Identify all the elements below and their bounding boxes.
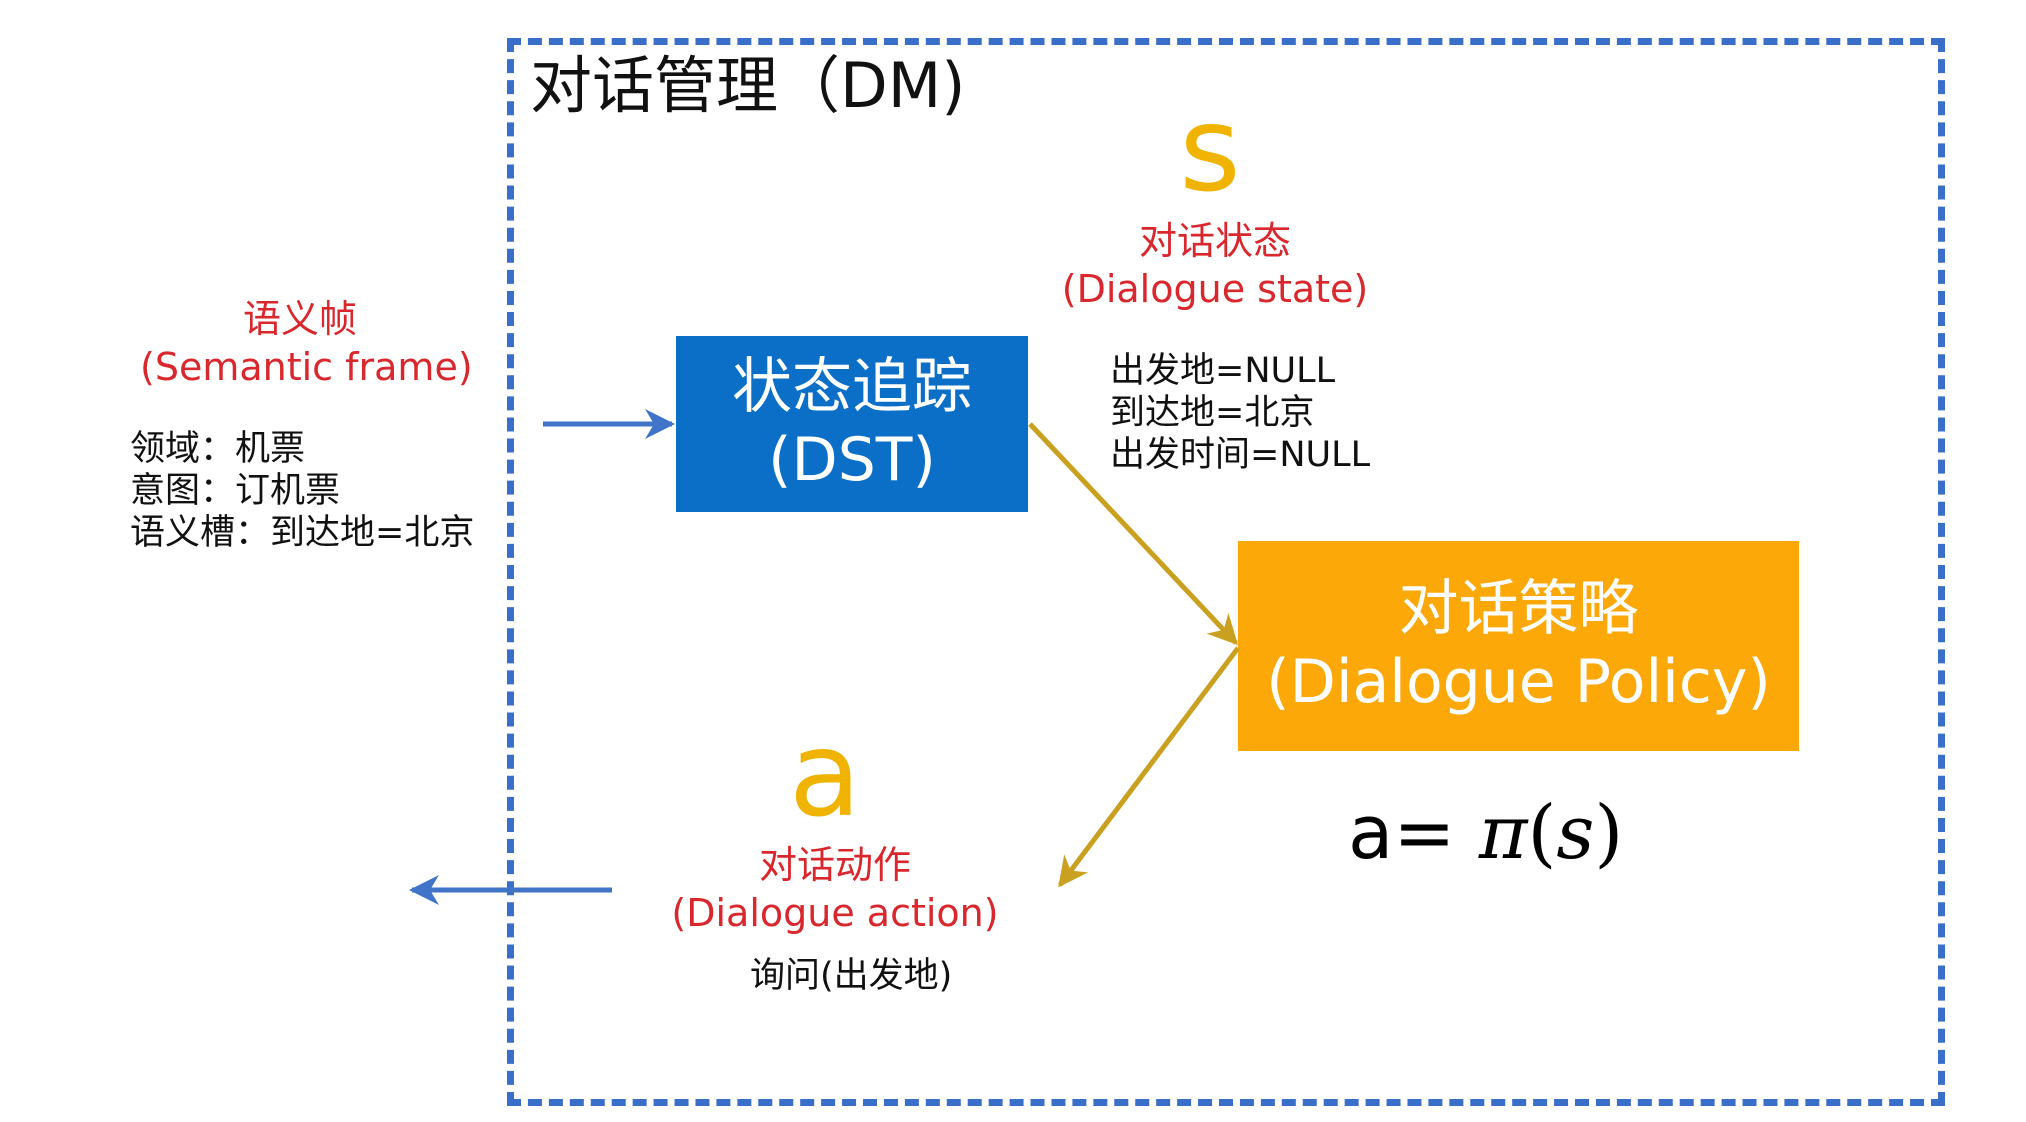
dm-title: 对话管理（DM) [530, 49, 966, 122]
state-lines: 出发地=NULL 到达地=北京 出发时间=NULL [1110, 350, 1370, 476]
dm-frame [507, 38, 1945, 1106]
action-label-cn: 对话动作 [758, 843, 911, 887]
state-line: 出发地=NULL [1110, 351, 1336, 391]
policy-box: 对话策略 (Dialogue Policy) [1238, 541, 1799, 751]
action-symbol: a [788, 705, 862, 843]
formula-open: ( [1527, 790, 1557, 876]
policy-formula: a= π(s) [1348, 790, 1623, 876]
semantic-frame-lines: 领域：机票 意图：订机票 语义槽：到达地=北京 [130, 428, 474, 554]
action-value: 询问(出发地) [750, 956, 953, 996]
policy-box-subtitle: (Dialogue Policy) [1266, 647, 1771, 717]
state-symbol: s [1179, 80, 1241, 218]
state-label-cn: 对话状态 [1138, 219, 1291, 263]
arrow-policy-to-action [1058, 646, 1240, 888]
formula-func: π [1478, 790, 1528, 876]
state-label: 对话状态 (Dialogue state) [1050, 218, 1380, 313]
semantic-frame-label-en: (Semantic frame) [140, 344, 473, 389]
semantic-frame-label-cn: 语义帧 [242, 297, 357, 341]
action-label-en: (Dialogue action) [671, 890, 999, 935]
dst-box: 状态追踪 (DST) [676, 336, 1028, 512]
policy-box-title: 对话策略 [1398, 573, 1639, 644]
action-label: 对话动作 (Dialogue action) [665, 842, 1005, 937]
dst-box-subtitle: (DST) [768, 425, 936, 495]
arrow-dst-to-policy [1028, 422, 1239, 646]
semantic-frame-line: 领域：机票 [130, 429, 306, 469]
dst-box-title: 状态追踪 [732, 351, 972, 422]
formula-lhs: a= [1348, 790, 1456, 876]
semantic-frame-line: 意图：订机票 [130, 471, 341, 511]
state-line: 到达地=北京 [1110, 393, 1315, 433]
semantic-frame-label: 语义帧 (Semantic frame) [140, 296, 473, 391]
state-label-en: (Dialogue state) [1061, 266, 1369, 311]
state-line: 出发时间=NULL [1110, 435, 1371, 475]
formula-arg: s [1556, 790, 1595, 876]
formula-close: ) [1594, 790, 1624, 876]
semantic-frame-line: 语义槽：到达地=北京 [130, 513, 475, 553]
